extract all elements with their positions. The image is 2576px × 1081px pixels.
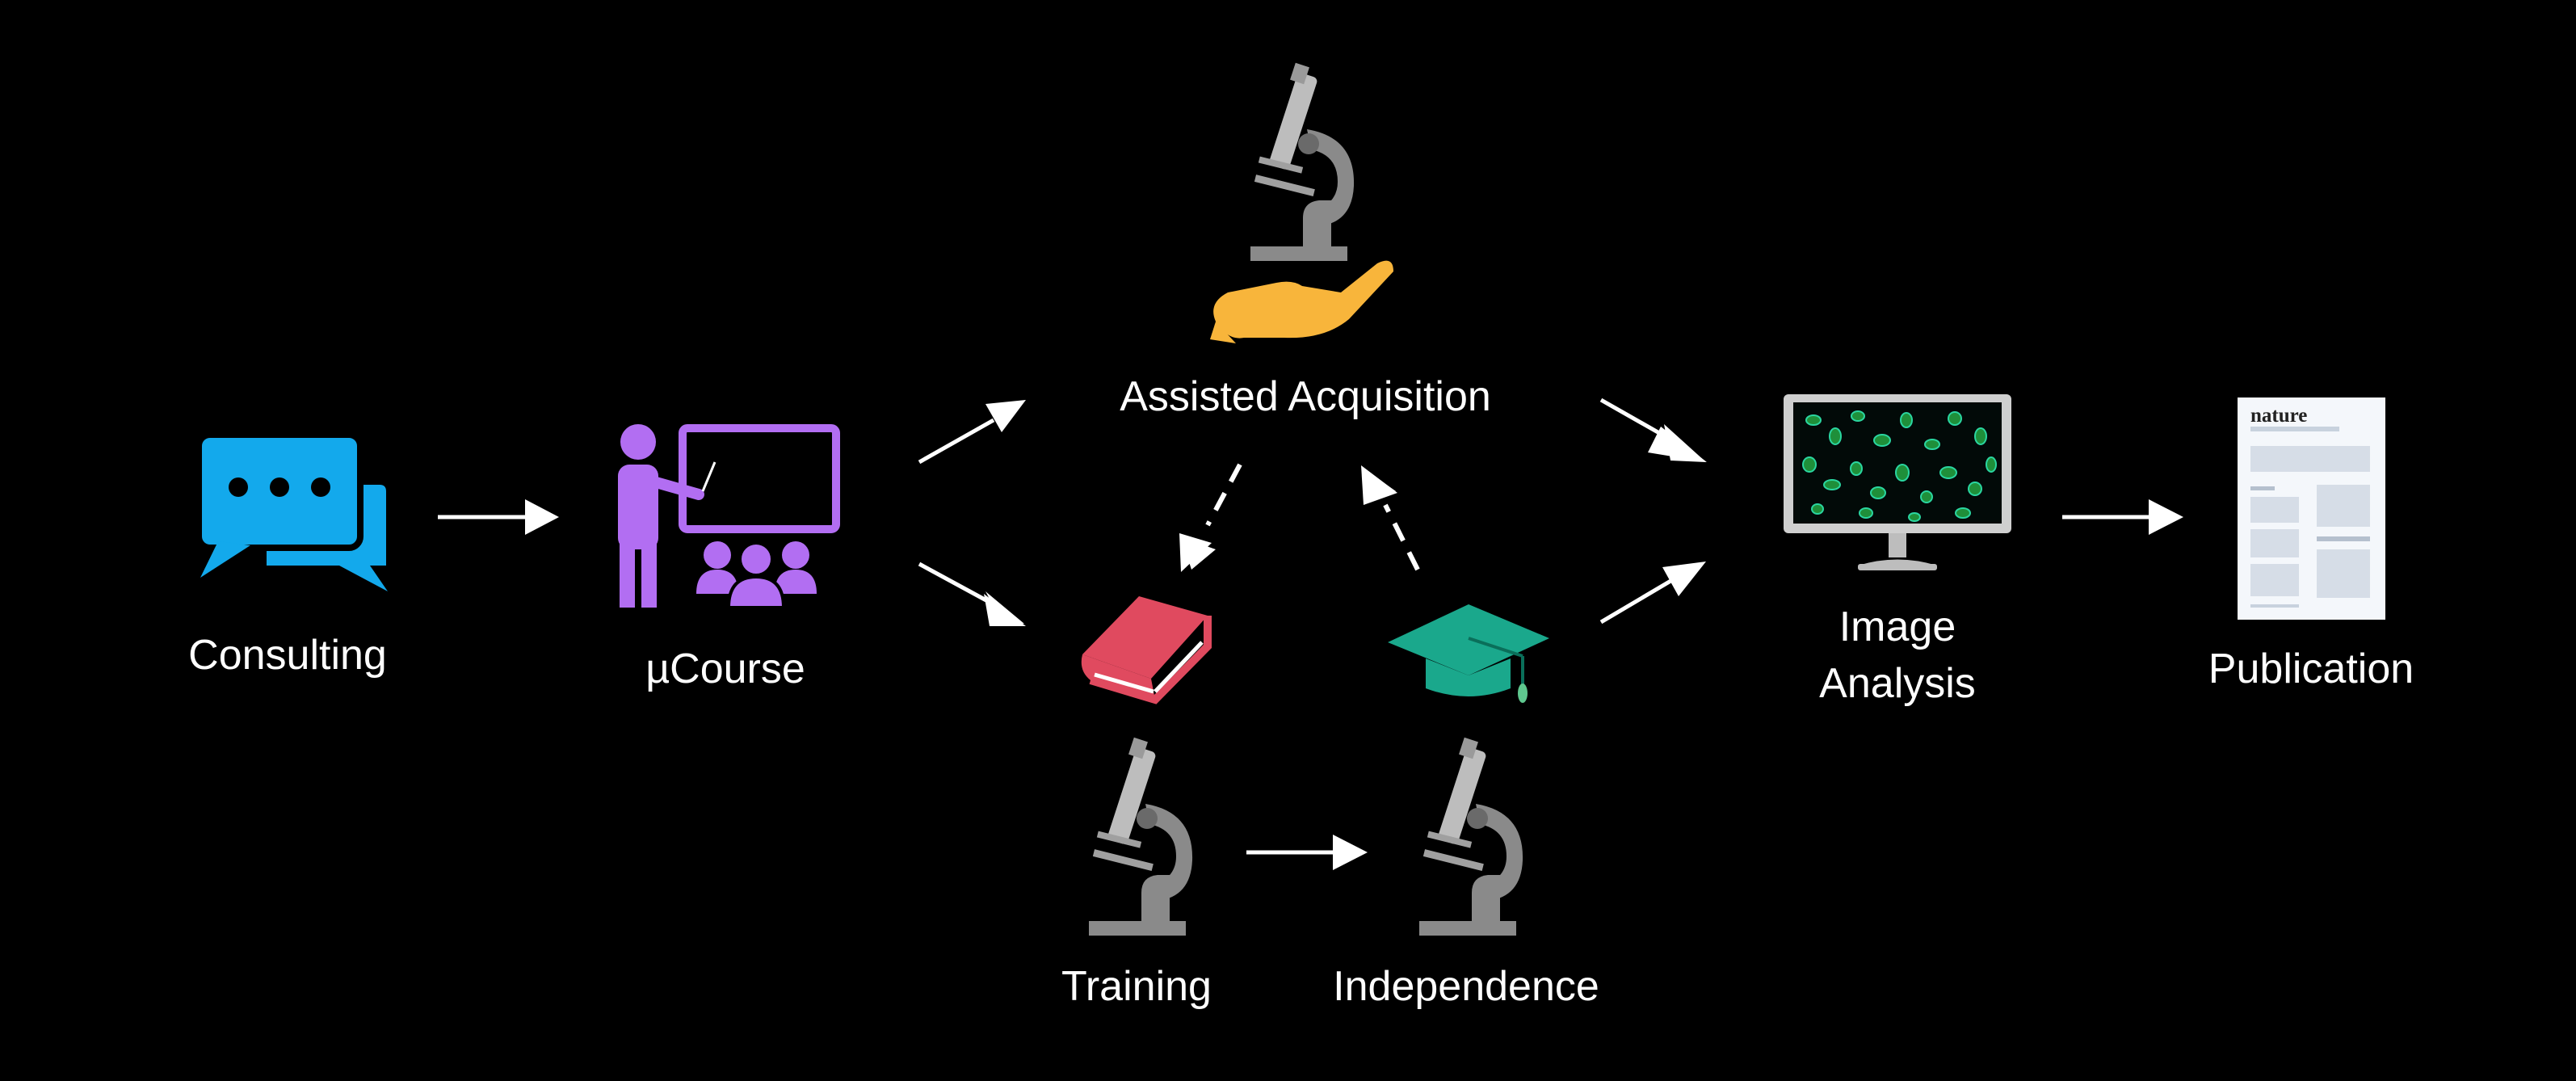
arrow-training-to-independence	[1246, 835, 1368, 870]
dashed-arrow-acquisition-to-book	[1179, 463, 1242, 572]
consulting-label: Consulting	[188, 632, 387, 679]
nature-paper-icon: nature	[2238, 397, 2385, 620]
teacher-whiteboard-icon	[618, 424, 840, 609]
image-analysis-label-line2: Analysis	[1819, 660, 1976, 707]
arrow-acquisition-to-image-analysis	[1599, 397, 1707, 462]
training-label: Training	[1061, 963, 1212, 1010]
arrow-image-analysis-to-publication	[2062, 499, 2183, 535]
image-analysis-label: Image Analysis	[1819, 599, 1976, 712]
publication-label: Publication	[2208, 646, 2414, 692]
monitor-cells-icon	[1784, 394, 2011, 570]
graduation-cap-icon	[1388, 604, 1549, 703]
microscope-icon-independence	[1419, 737, 1523, 936]
ucourse-label: µCourse	[645, 646, 805, 692]
independence-label: Independence	[1333, 963, 1599, 1010]
arrow-independence-to-image-analysis	[1599, 562, 1706, 625]
microscope-in-hand-icon	[1210, 62, 1393, 343]
chat-bubbles-icon	[195, 431, 388, 591]
journal-name: nature	[2250, 405, 2307, 427]
assisted-acquisition-label: Assisted Acquisition	[1120, 373, 1491, 420]
arrow-ucourse-to-book	[918, 562, 1026, 626]
arrow-consulting-to-ucourse	[438, 499, 559, 535]
book-icon	[1081, 596, 1212, 705]
arrow-ucourse-to-assisted-acquisition	[918, 400, 1026, 465]
image-analysis-label-line1: Image	[1838, 604, 1956, 650]
dashed-arrow-graduation-to-acquisition	[1361, 465, 1420, 571]
microscope-icon-training	[1089, 737, 1193, 936]
